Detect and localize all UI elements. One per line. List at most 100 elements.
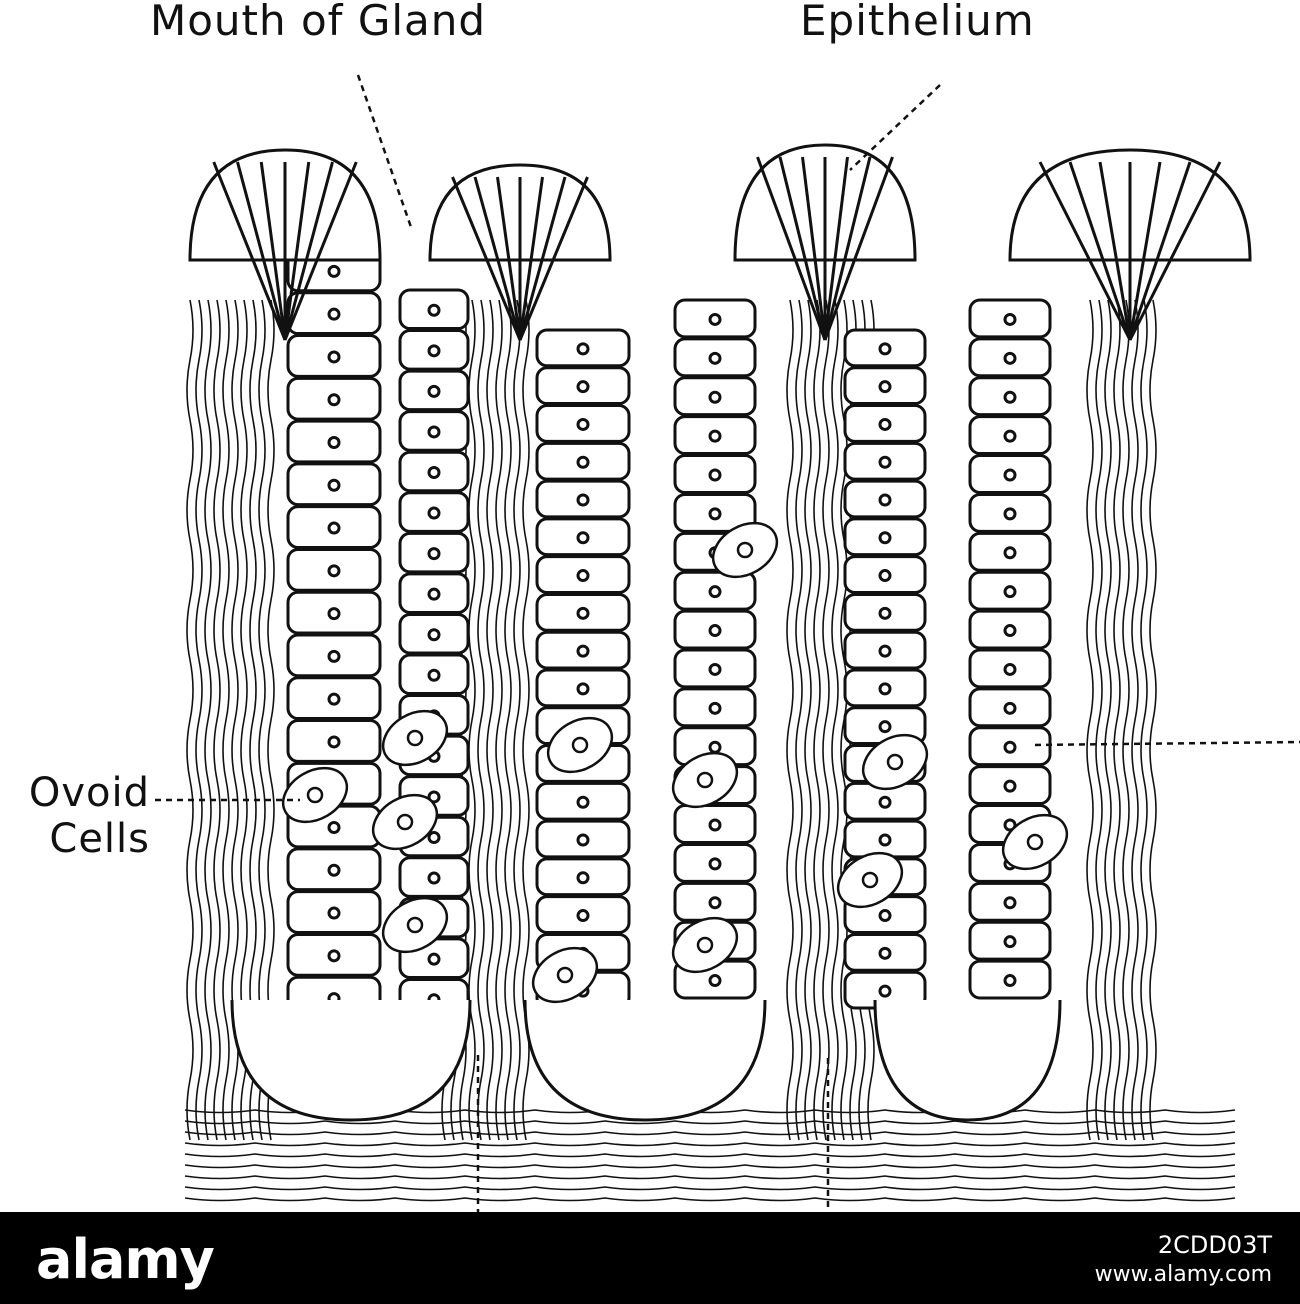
fiber-line — [187, 300, 193, 1140]
cell-nucleus — [880, 722, 890, 732]
cell-nucleus — [710, 742, 720, 752]
cell-nucleus — [429, 670, 439, 680]
cell-nucleus — [578, 911, 588, 921]
cell-nucleus — [880, 419, 890, 429]
cell-nucleus — [578, 382, 588, 392]
cell-nucleus — [578, 684, 588, 694]
ovoid-cells-label: Ovoid Cells — [0, 770, 150, 862]
cell-nucleus — [1005, 314, 1015, 324]
cell-nucleus — [1005, 626, 1015, 636]
cell-nucleus — [710, 509, 720, 519]
cell-nucleus — [578, 344, 588, 354]
cell-nucleus — [329, 908, 339, 918]
ovoid-nucleus — [398, 815, 412, 829]
right-pointer — [1035, 742, 1300, 745]
ovoid-label-line1: Ovoid — [0, 770, 150, 816]
cell-nucleus — [880, 986, 890, 996]
fiber-line — [1114, 300, 1120, 1140]
fiber-line — [185, 1165, 1235, 1168]
cell-nucleus — [578, 571, 588, 581]
fiber-line — [185, 1176, 1235, 1179]
cell-nucleus — [1005, 976, 1015, 986]
gland-tubes — [190, 145, 1250, 1120]
cell-nucleus — [429, 386, 439, 396]
fiber-line — [1096, 300, 1102, 1140]
fiber-line — [487, 300, 493, 1140]
ovoid-nucleus — [408, 918, 422, 932]
cell-nucleus — [329, 266, 339, 276]
mouth-of-gland-label: Mouth of Gland — [150, 0, 486, 45]
cell-nucleus — [1005, 937, 1015, 947]
ovoid-nucleus — [1028, 835, 1042, 849]
gland-base — [525, 1000, 765, 1120]
cell-nucleus — [1005, 703, 1015, 713]
cell-nucleus — [1005, 392, 1015, 402]
cell-nucleus — [1005, 470, 1015, 480]
fiber-line — [814, 300, 820, 1140]
cell-nucleus — [880, 646, 890, 656]
fiber-line — [823, 300, 829, 1140]
fiber-line — [1132, 300, 1138, 1140]
cell-nucleus — [429, 589, 439, 599]
fiber-line — [787, 300, 793, 1140]
cell-nucleus — [429, 468, 439, 478]
cell-nucleus — [710, 976, 720, 986]
ovoid-nucleus — [738, 543, 752, 557]
fiber-line — [205, 300, 211, 1140]
fiber-line — [505, 300, 511, 1140]
cell-nucleus — [1005, 781, 1015, 791]
cell-nucleus — [880, 948, 890, 958]
fiber-line — [1150, 300, 1156, 1140]
cell-nucleus — [329, 438, 339, 448]
cell-nucleus — [329, 352, 339, 362]
cell-nucleus — [710, 587, 720, 597]
cell-nucleus — [710, 353, 720, 363]
cell-nucleus — [578, 646, 588, 656]
cell-nucleus — [429, 427, 439, 437]
cell-nucleus — [429, 346, 439, 356]
ovoid-nucleus — [863, 873, 877, 887]
cell-nucleus — [329, 694, 339, 704]
cell-nucleus — [710, 898, 720, 908]
cell-nucleus — [710, 664, 720, 674]
cell-nucleus — [880, 495, 890, 505]
cell-nucleus — [429, 833, 439, 843]
ovoid-nucleus — [698, 938, 712, 952]
fiber-line — [514, 300, 520, 1140]
cell-nucleus — [429, 549, 439, 559]
fiber-line — [1123, 300, 1129, 1140]
watermark-url: www.alamy.com — [1095, 1262, 1272, 1287]
ovoid-nucleus — [573, 738, 587, 752]
fiber-line — [805, 300, 811, 1140]
cell-nucleus — [710, 314, 720, 324]
cell-nucleus — [880, 382, 890, 392]
cell-nucleus — [578, 457, 588, 467]
cell-nucleus — [578, 608, 588, 618]
cell-nucleus — [880, 571, 890, 581]
cell-nucleus — [1005, 742, 1015, 752]
cell-nucleus — [578, 533, 588, 543]
watermark-banner: alamy 2CDD03T www.alamy.com — [0, 1212, 1300, 1304]
cell-nucleus — [1005, 431, 1015, 441]
cell-nucleus — [880, 608, 890, 618]
cell-nucleus — [329, 865, 339, 875]
fiber-line — [185, 1154, 1235, 1157]
fiber-line — [196, 300, 202, 1140]
cell-nucleus — [329, 480, 339, 490]
epithelium-label: Epithelium — [800, 0, 1035, 45]
cell-nucleus — [329, 309, 339, 319]
cell-nucleus — [329, 951, 339, 961]
watermark-image-id: 2CDD03T — [1158, 1232, 1272, 1258]
cell-nucleus — [329, 609, 339, 619]
cell-nucleus — [329, 395, 339, 405]
cell-nucleus — [880, 835, 890, 845]
cell-nucleus — [1005, 509, 1015, 519]
cell-nucleus — [429, 630, 439, 640]
fiber-line — [185, 1132, 1235, 1135]
cell-nucleus — [1005, 587, 1015, 597]
cell-nucleus — [329, 566, 339, 576]
ovoid-nucleus — [698, 773, 712, 787]
gland-diagram — [0, 0, 1300, 1212]
cell-nucleus — [578, 835, 588, 845]
cell-nucleus — [880, 684, 890, 694]
